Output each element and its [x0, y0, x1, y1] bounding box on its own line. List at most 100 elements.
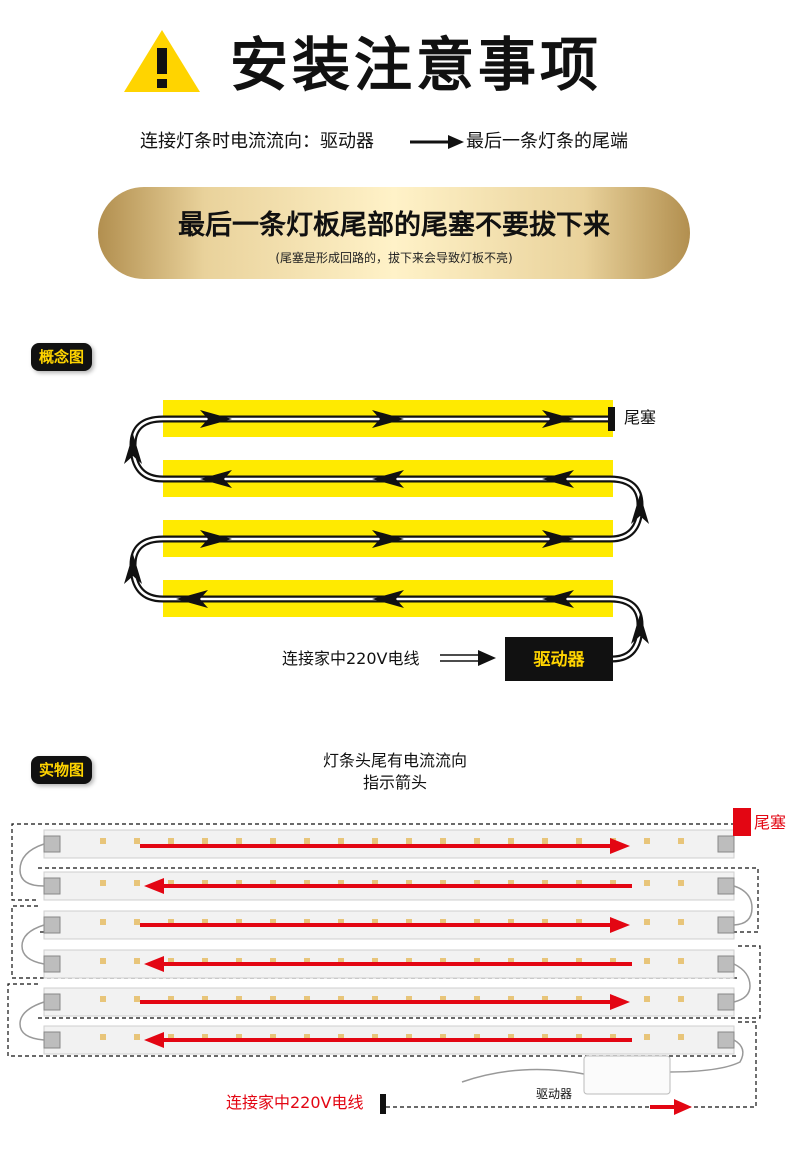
- led-chip: [372, 958, 378, 964]
- arrow-left: [200, 470, 232, 488]
- led-chip: [440, 880, 446, 886]
- led-chip: [508, 958, 514, 964]
- led-chip: [406, 838, 412, 844]
- led-chip: [338, 838, 344, 844]
- led-chip: [644, 919, 650, 925]
- real-photo-caption: 灯条头尾有电流流向 指示箭头: [290, 750, 500, 794]
- led-chip: [678, 958, 684, 964]
- arrow-right: [372, 410, 404, 428]
- led-chip: [202, 958, 208, 964]
- led-chip: [236, 919, 242, 925]
- led-chip: [100, 1034, 106, 1040]
- led-chip: [474, 958, 480, 964]
- led-chip: [202, 1034, 208, 1040]
- led-strips: [43, 829, 735, 1055]
- led-chip: [406, 958, 412, 964]
- led-chip: [236, 958, 242, 964]
- led-chip: [474, 838, 480, 844]
- right-arrow-icon: [410, 135, 464, 149]
- led-chip: [304, 880, 310, 886]
- led-chip: [542, 958, 548, 964]
- led-chip: [576, 880, 582, 886]
- led-chip: [508, 838, 514, 844]
- led-chip: [440, 1034, 446, 1040]
- current-flow-note: 连接灯条时电流流向：驱动器 最后一条灯条的尾端: [0, 128, 790, 156]
- real-power-input-label: 连接家中220V电线: [226, 1093, 364, 1112]
- led-chip: [508, 880, 514, 886]
- led-chip: [644, 880, 650, 886]
- arrow-left: [372, 470, 404, 488]
- led-chip: [202, 996, 208, 1002]
- arrow-up: [631, 614, 649, 644]
- led-chip: [542, 880, 548, 886]
- arrow-left: [176, 590, 208, 608]
- led-chip: [644, 958, 650, 964]
- arrow-right: [542, 410, 574, 428]
- led-chip: [542, 919, 548, 925]
- warning-banner: 最后一条灯板尾部的尾塞不要拔下来 (尾塞是形成回路的，拔下来会导致灯板不亮): [98, 187, 690, 279]
- led-chip: [100, 838, 106, 844]
- led-chip: [270, 958, 276, 964]
- led-chip: [678, 996, 684, 1002]
- led-chip: [134, 919, 140, 925]
- led-chip: [372, 919, 378, 925]
- led-chip: [270, 880, 276, 886]
- led-chip: [372, 838, 378, 844]
- led-chip: [678, 880, 684, 886]
- red-output-arrow: [674, 1099, 692, 1115]
- led-chip: [236, 996, 242, 1002]
- banner-subtext: (尾塞是形成回路的，拔下来会导致灯板不亮): [275, 251, 513, 265]
- led-chip: [474, 996, 480, 1002]
- led-chip: [270, 919, 276, 925]
- led-chip: [236, 838, 242, 844]
- driver-label: 驱动器: [534, 650, 586, 670]
- real-end-plug: [733, 808, 751, 836]
- arrow-right: [478, 650, 496, 666]
- led-chip: [304, 1034, 310, 1040]
- led-chip: [678, 919, 684, 925]
- caption-line-1: 灯条头尾有电流流向: [322, 751, 467, 770]
- led-chip: [406, 880, 412, 886]
- arrow-left: [372, 590, 404, 608]
- led-chip: [372, 880, 378, 886]
- led-chip: [202, 880, 208, 886]
- end-plug: [608, 407, 615, 431]
- arrow-up: [631, 494, 649, 524]
- led-chip: [168, 996, 174, 1002]
- led-chip: [134, 996, 140, 1002]
- arrow-right: [372, 530, 404, 548]
- page-title: 安装注意事项: [230, 31, 603, 99]
- led-chip: [304, 919, 310, 925]
- driver-device: [583, 1055, 671, 1095]
- led-chip: [576, 838, 582, 844]
- led-chip: [406, 919, 412, 925]
- led-chip: [508, 919, 514, 925]
- led-chip: [576, 1034, 582, 1040]
- led-chip: [440, 838, 446, 844]
- led-chip: [610, 880, 616, 886]
- led-chip: [372, 1034, 378, 1040]
- arrow-up: [124, 434, 142, 464]
- led-chip: [644, 838, 650, 844]
- led-chip: [440, 996, 446, 1002]
- led-chip: [678, 1034, 684, 1040]
- led-chip: [576, 919, 582, 925]
- red-flow-arrows: [140, 838, 632, 1048]
- led-chip: [542, 1034, 548, 1040]
- led-chip: [338, 996, 344, 1002]
- led-chip: [610, 958, 616, 964]
- concept-diagram-tag: 概念图: [31, 343, 93, 371]
- led-chip: [202, 838, 208, 844]
- warning-icon: [124, 30, 200, 92]
- led-chip: [168, 838, 174, 844]
- led-chip: [270, 1034, 276, 1040]
- arrow-right: [200, 410, 232, 428]
- led-chip: [338, 880, 344, 886]
- led-chip: [440, 919, 446, 925]
- led-chip: [100, 880, 106, 886]
- led-chip: [168, 1034, 174, 1040]
- direction-arrows: [124, 410, 649, 644]
- driver-box: [505, 637, 613, 681]
- led-chip: [576, 958, 582, 964]
- led-chip: [236, 1034, 242, 1040]
